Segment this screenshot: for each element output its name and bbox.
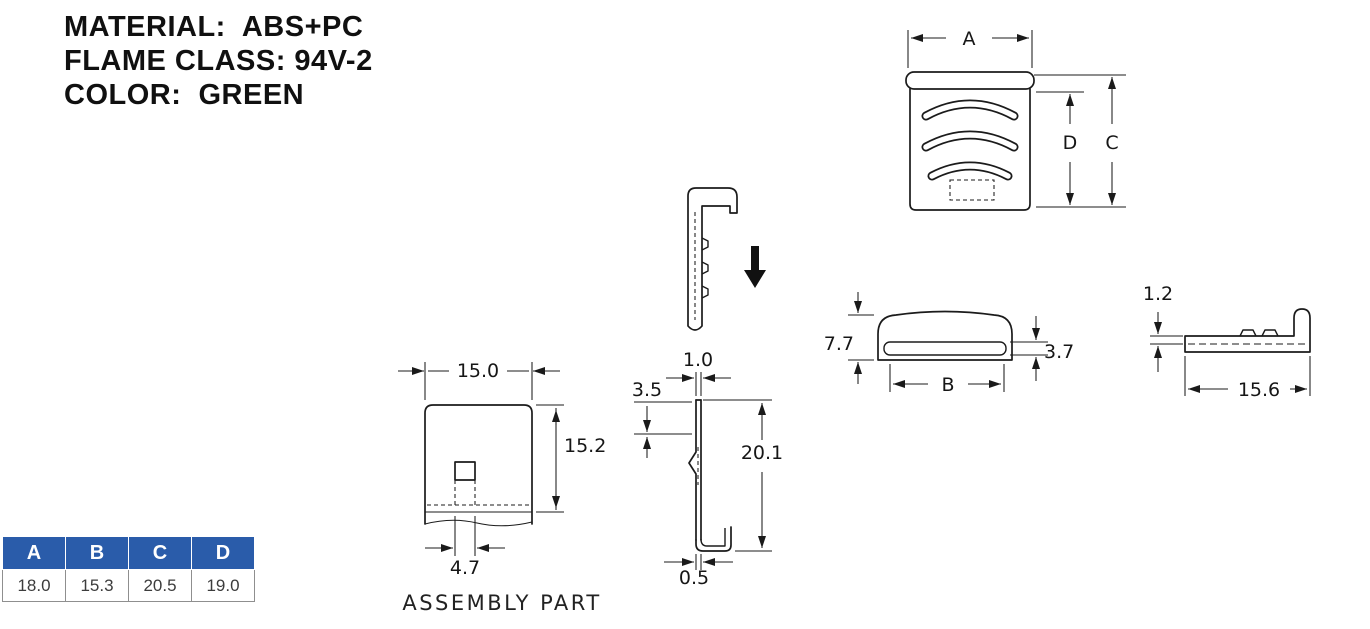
dim-label-3-5: 3.5 bbox=[632, 379, 662, 401]
dimension-table-body: 18.0 15.3 20.5 19.0 bbox=[2, 569, 255, 602]
dim-label-15-0: 15.0 bbox=[457, 360, 499, 382]
front-view: 15.0 15.2 4.7 ASSEMBLY PART bbox=[398, 360, 606, 615]
spec-notes: MATERIAL: ABS+PC FLAME CLASS: 94V-2 COLO… bbox=[64, 10, 373, 112]
tooth-2 bbox=[1261, 329, 1279, 337]
note-color: COLOR: GREEN bbox=[64, 79, 305, 111]
slot-hole bbox=[454, 461, 476, 481]
top-view: A D C bbox=[905, 28, 1126, 211]
table-header-c: C bbox=[128, 536, 192, 570]
table-value-a: 18.0 bbox=[2, 569, 66, 602]
table-header-a: A bbox=[2, 536, 66, 570]
dim-label-15-2: 15.2 bbox=[564, 435, 606, 457]
note-flame-class: FLAME CLASS: 94V-2 bbox=[64, 45, 373, 77]
tooth-1 bbox=[1239, 329, 1257, 337]
assembly-part-caption: ASSEMBLY PART bbox=[402, 591, 601, 615]
dimension-table: A B C D 18.0 15.3 20.5 19.0 bbox=[2, 536, 255, 602]
table-header-d: D bbox=[191, 536, 255, 570]
dim-label-0-5: 0.5 bbox=[679, 567, 709, 589]
dim-label-20-1: 20.1 bbox=[741, 442, 783, 464]
side-slot bbox=[883, 341, 1007, 356]
note-material: MATERIAL: ABS+PC bbox=[64, 11, 364, 43]
insert-direction-arrow-icon bbox=[744, 246, 766, 288]
dimension-table-header: A B C D bbox=[2, 536, 255, 570]
dim-label-A: A bbox=[963, 28, 976, 50]
table-value-c: 20.5 bbox=[128, 569, 192, 602]
dim-label-D: D bbox=[1063, 132, 1078, 154]
flat-profile-view: 1.2 15.6 bbox=[1143, 283, 1311, 401]
insert-part-view bbox=[687, 187, 766, 331]
dim-label-C: C bbox=[1105, 132, 1118, 154]
dim-label-B: B bbox=[941, 374, 954, 396]
barb-3 bbox=[701, 285, 709, 299]
break-line bbox=[424, 519, 533, 527]
side-view: 7.7 3.7 B bbox=[824, 292, 1074, 396]
table-value-d: 19.0 bbox=[191, 569, 255, 602]
s-profile-view: 1.0 3.5 20.1 0.5 bbox=[632, 349, 783, 589]
table-row: 18.0 15.3 20.5 19.0 bbox=[2, 569, 255, 602]
barb-2 bbox=[701, 261, 709, 275]
table-value-b: 15.3 bbox=[65, 569, 129, 602]
dim-label-7-7: 7.7 bbox=[824, 333, 854, 355]
table-header-b: B bbox=[65, 536, 129, 570]
barb-1 bbox=[701, 237, 709, 251]
dim-label-15-6: 15.6 bbox=[1238, 379, 1280, 401]
dim-label-1-2: 1.2 bbox=[1143, 283, 1173, 305]
dim-label-1-0: 1.0 bbox=[683, 349, 713, 371]
hidden-slot-outline bbox=[949, 179, 995, 201]
dim-label-4-7: 4.7 bbox=[450, 557, 480, 579]
dim-label-3-7: 3.7 bbox=[1044, 341, 1074, 363]
